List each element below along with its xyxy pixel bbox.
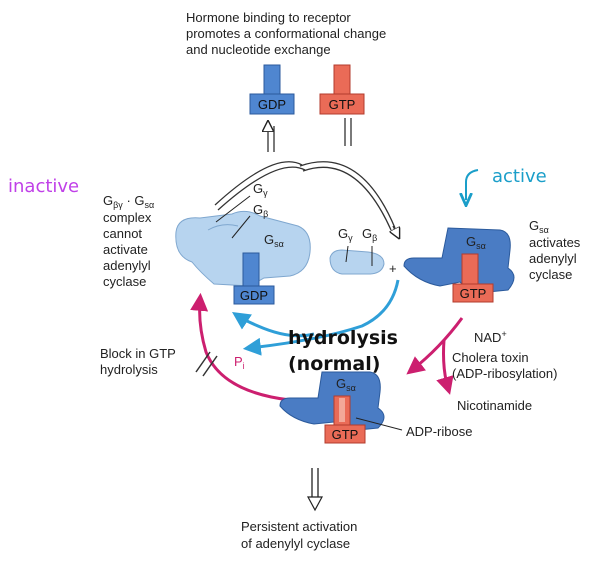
cholera-toxin-line-1: Cholera toxin xyxy=(452,350,529,365)
inorganic-phosphate-label: Pi xyxy=(234,354,245,371)
left-g-gamma-label: Gγ xyxy=(253,181,268,198)
top-gdp-label: GDP xyxy=(258,97,286,112)
right-text-line-2: adenylyl xyxy=(529,251,577,266)
left-complex-line-6: cyclase xyxy=(103,274,146,289)
left-g-s-alpha-label: Gsα xyxy=(264,232,284,249)
right-text-line-3: cyclase xyxy=(529,267,572,282)
nucleotide-exchange-arrows xyxy=(214,118,397,234)
normal-hydrolysis-arrow xyxy=(232,279,400,356)
nad-label: NAD+ xyxy=(474,329,507,345)
right-g-s-alpha-title: Gsα xyxy=(529,218,549,235)
persistent-activation-line-2: of adenylyl cyclase xyxy=(241,536,350,551)
persistent-activation-line-1: Persistent activation xyxy=(241,519,357,534)
cholera-toxin-arrow xyxy=(406,317,464,395)
left-complex-title: Gβγ · Gsα xyxy=(103,193,154,210)
left-complex-line-3: cannot xyxy=(103,226,142,241)
active-g-s-alpha: GTP xyxy=(403,227,515,303)
handwritten-hydrolysis-label: hydrolysis xyxy=(288,327,398,349)
middle-g-beta-label: Gβ xyxy=(362,226,377,243)
handwritten-active-arrow xyxy=(466,169,479,200)
blocked-return-arrow xyxy=(190,292,291,402)
persistent-activation-arrow xyxy=(306,468,324,512)
plus-sign: + xyxy=(389,261,397,276)
nicotinamide-label: Nicotinamide xyxy=(457,398,532,413)
header-line-2: promotes a conformational change xyxy=(186,26,386,41)
header-line-1: Hormone binding to receptor xyxy=(186,10,351,25)
right-gtp-label: GTP xyxy=(460,286,487,301)
left-g-beta-label: Gβ xyxy=(253,202,268,219)
free-g-beta-gamma xyxy=(329,245,385,275)
handwritten-normal-label: (normal) xyxy=(288,353,380,375)
right-text-line-1: activates xyxy=(529,235,581,250)
bottom-g-s-alpha-label: Gsα xyxy=(336,376,356,393)
adp-ribose-label: ADP-ribose xyxy=(406,424,472,439)
adp-ribosylated-g-s-alpha: GTP xyxy=(279,371,403,444)
middle-g-gamma-label: Gγ xyxy=(338,226,353,243)
top-gdp-nucleotide: GDP xyxy=(249,64,295,115)
right-g-s-alpha-inner-label: Gsα xyxy=(466,234,486,251)
left-gdp-label: GDP xyxy=(240,288,268,303)
handwritten-active-label: active xyxy=(492,166,547,187)
block-gtp-hydrolysis-line-1: Block in GTP xyxy=(100,346,176,361)
left-complex-line-4: activate xyxy=(103,242,148,257)
top-gtp-label: GTP xyxy=(329,97,356,112)
inactive-g-protein-complex: GDP xyxy=(175,195,311,305)
handwritten-inactive-label: inactive xyxy=(8,176,79,197)
bottom-gtp-label: GTP xyxy=(332,427,359,442)
block-gtp-hydrolysis-line-2: hydrolysis xyxy=(100,362,158,377)
cholera-toxin-line-2: (ADP-ribosylation) xyxy=(452,366,557,381)
left-complex-line-5: adenylyl xyxy=(103,258,151,273)
top-gtp-nucleotide: GTP xyxy=(319,64,365,115)
left-complex-line-2: complex xyxy=(103,210,152,225)
header-line-3: and nucleotide exchange xyxy=(186,42,331,57)
